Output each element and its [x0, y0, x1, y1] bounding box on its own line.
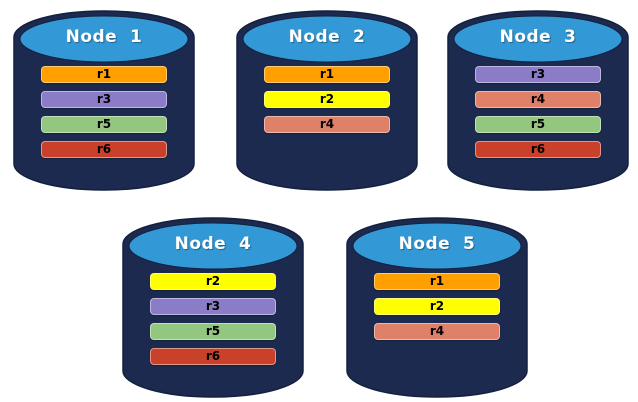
node-title: Node 3: [499, 27, 577, 47]
replica-label: r2: [429, 299, 445, 313]
node-title: Node 5: [398, 234, 476, 254]
replica-bar-r6: r6: [150, 348, 276, 365]
replica-bar-r5: r5: [150, 323, 276, 340]
replica-label: r3: [96, 92, 112, 106]
replica-label: r1: [429, 274, 445, 288]
replica-label: r1: [319, 67, 335, 81]
node-title: Node 4: [174, 234, 252, 254]
node-3: Node 3 r3 r4 r5 r6: [446, 4, 630, 192]
replica-label: r2: [319, 92, 335, 106]
replica-label: r4: [319, 117, 335, 131]
replica-bar-r5: r5: [41, 116, 167, 133]
replica-label: r6: [205, 349, 221, 363]
cylinder-top: [19, 15, 189, 63]
node-4: Node 4 r2 r3 r5 r6: [121, 211, 305, 399]
replica-label: r6: [96, 142, 112, 156]
replica-label: r3: [530, 67, 546, 81]
replica-bar-r1: r1: [374, 273, 500, 290]
replica-bar-r3: r3: [150, 298, 276, 315]
replica-bar-r2: r2: [374, 298, 500, 315]
replica-label: r5: [530, 117, 546, 131]
replica-label: r5: [205, 324, 221, 338]
replica-label: r4: [429, 324, 445, 338]
replica-label: r1: [96, 67, 112, 81]
replica-label: r5: [96, 117, 112, 131]
replica-list: r3 r4 r5 r6: [475, 66, 601, 166]
replica-bar-r4: r4: [374, 323, 500, 340]
replica-bar-r2: r2: [264, 91, 390, 108]
node-2: Node 2 r1 r2 r4: [235, 4, 419, 192]
replica-bar-r6: r6: [41, 141, 167, 158]
replica-bar-r3: r3: [475, 66, 601, 83]
replica-bar-r4: r4: [475, 91, 601, 108]
replica-list: r1 r2 r4: [264, 66, 390, 141]
replica-bar-r5: r5: [475, 116, 601, 133]
cylinder-top: [453, 15, 623, 63]
replica-bar-r3: r3: [41, 91, 167, 108]
cylinder-top: [242, 15, 412, 63]
node-5: Node 5 r1 r2 r4: [345, 211, 529, 399]
replica-label: r2: [205, 274, 221, 288]
replica-bar-r6: r6: [475, 141, 601, 158]
cylinder-top: [128, 222, 298, 270]
node-1: Node 1 r1 r3 r5 r6: [12, 4, 196, 192]
replica-label: r3: [205, 299, 221, 313]
replica-label: r6: [530, 142, 546, 156]
replica-bar-r4: r4: [264, 116, 390, 133]
replica-list: r2 r3 r5 r6: [150, 273, 276, 373]
node-title: Node 1: [65, 27, 143, 47]
replica-list: r1 r3 r5 r6: [41, 66, 167, 166]
replica-bar-r1: r1: [264, 66, 390, 83]
replica-bar-r2: r2: [150, 273, 276, 290]
replica-bar-r1: r1: [41, 66, 167, 83]
replica-label: r4: [530, 92, 546, 106]
node-title: Node 2: [288, 27, 366, 47]
replica-list: r1 r2 r4: [374, 273, 500, 348]
cylinder-top: [352, 222, 522, 270]
